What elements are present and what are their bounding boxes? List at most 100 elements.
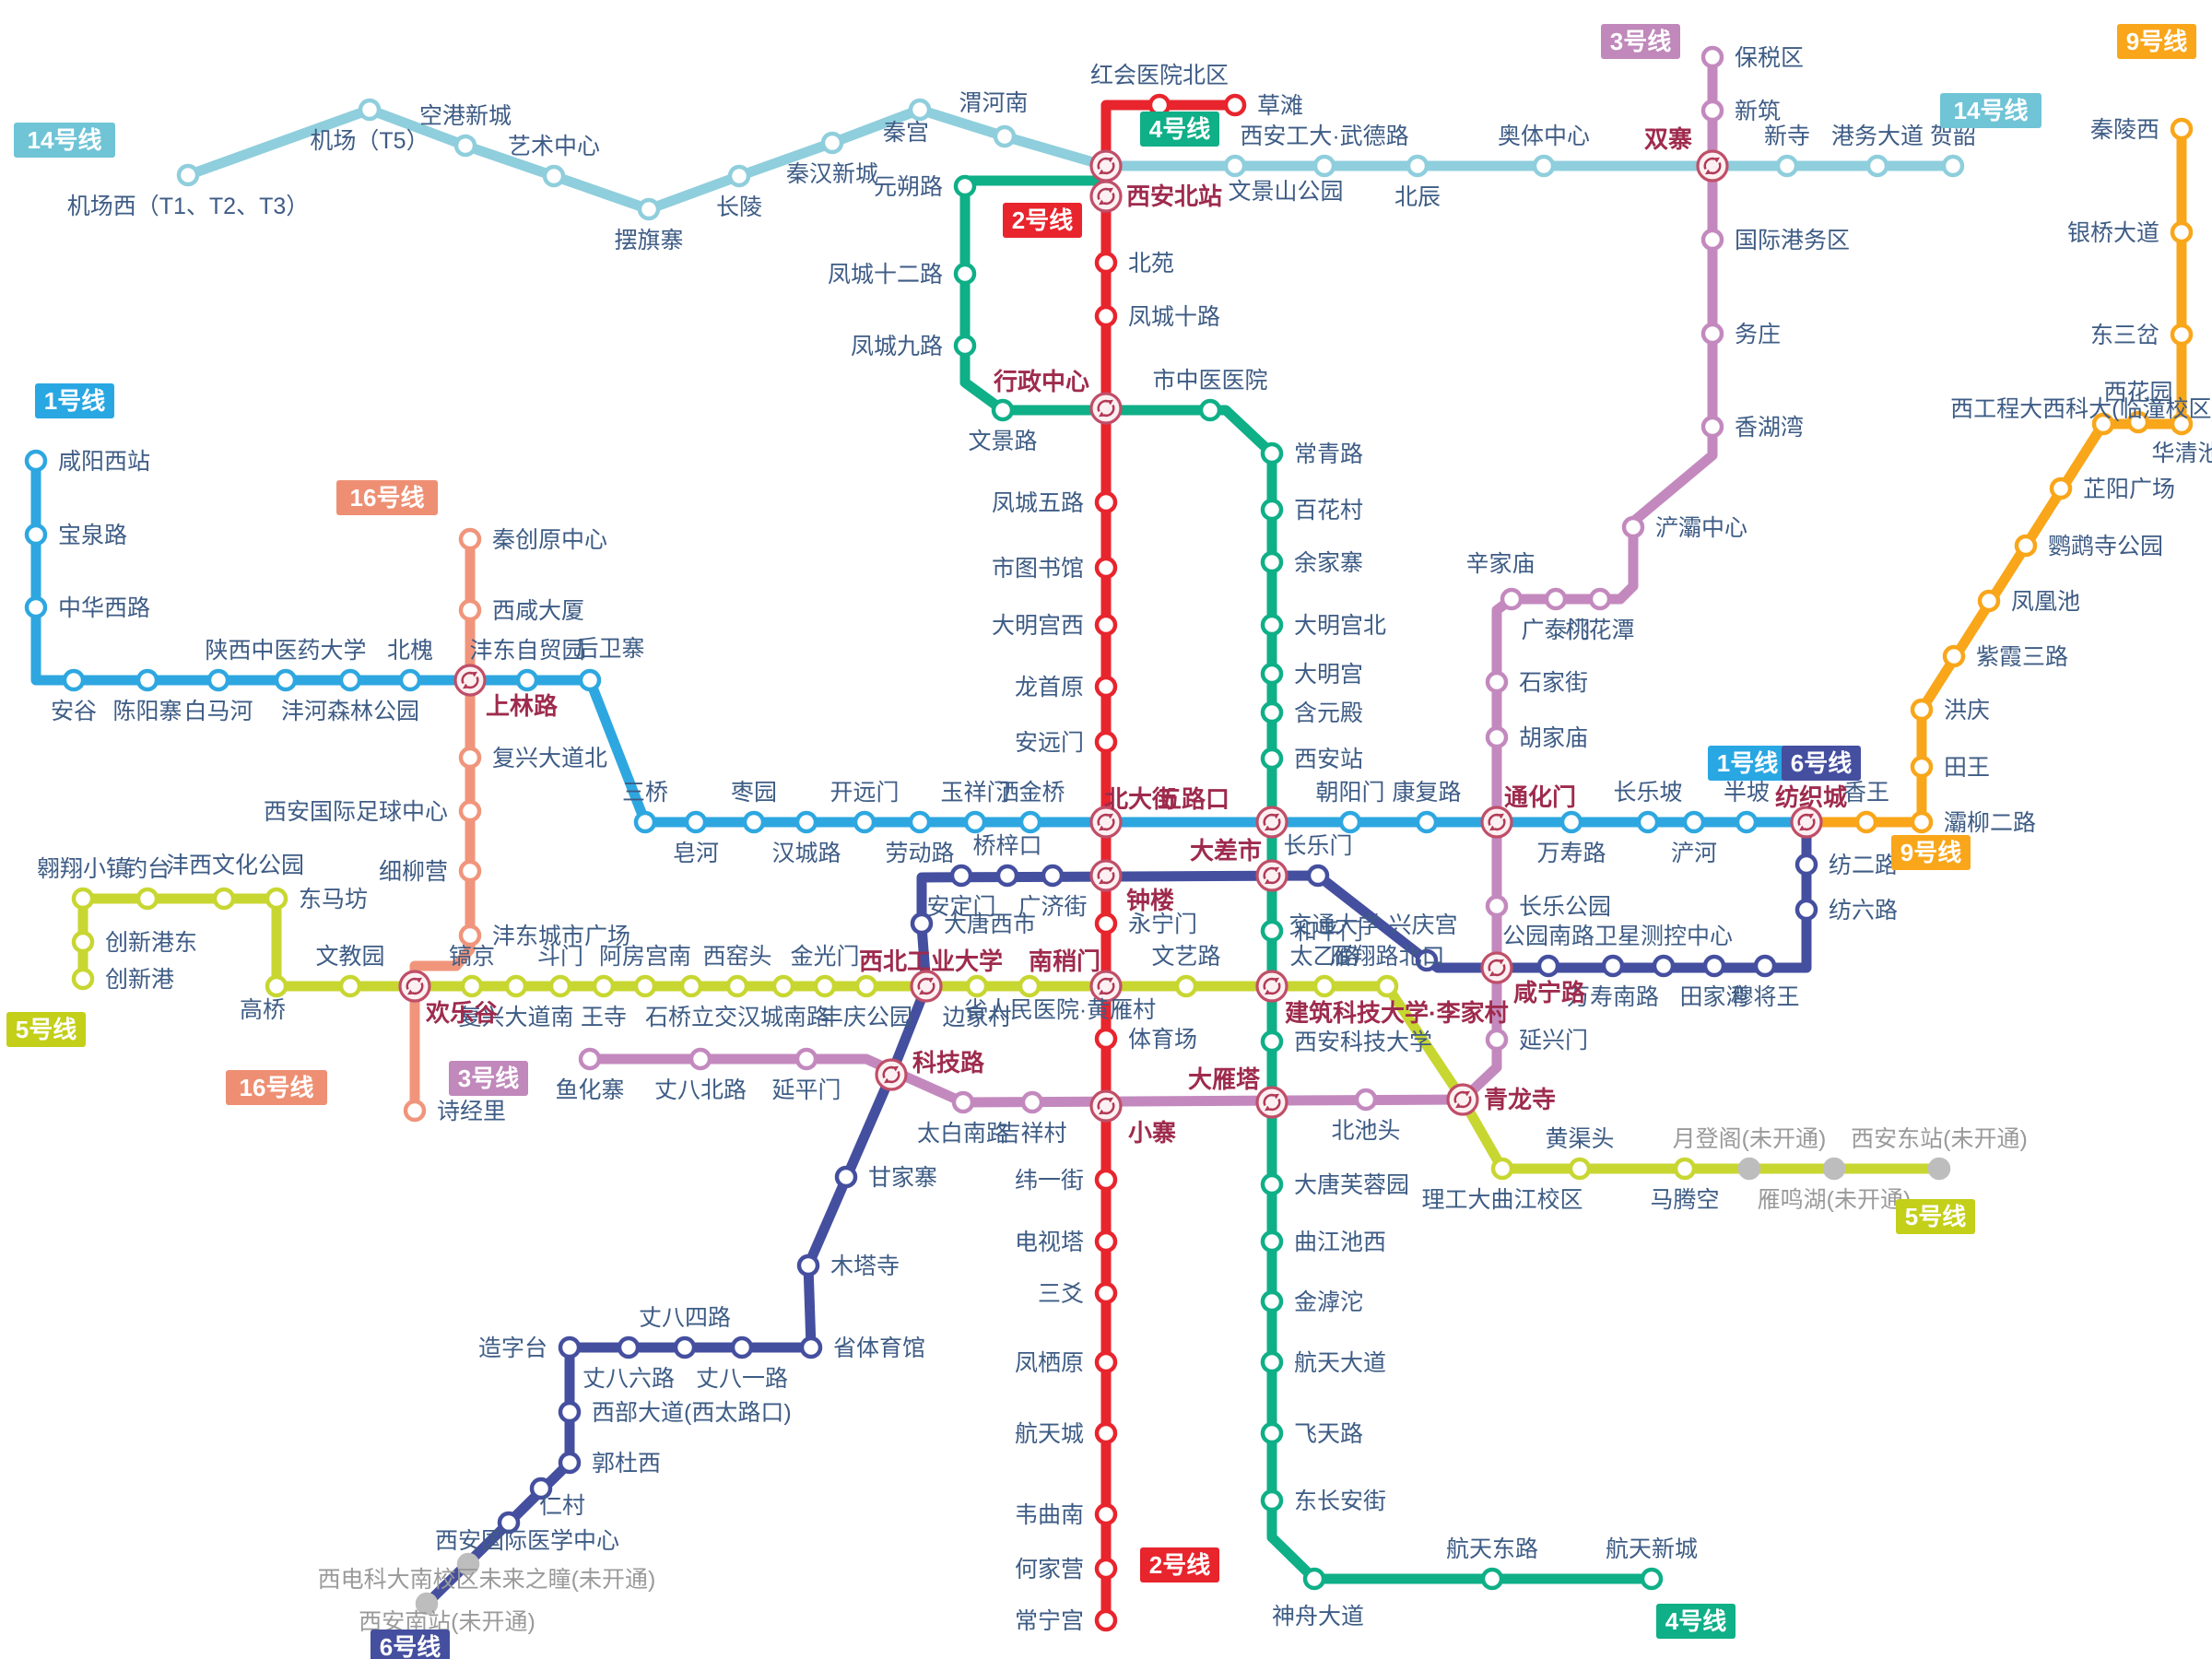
line-badge-6号线 bbox=[371, 1630, 450, 1659]
station-label-浐灞中心: 浐灞中心 bbox=[1655, 515, 1747, 541]
station-汉城路 bbox=[794, 810, 818, 834]
station-label-西部大道(西太路口): 西部大道(西太路口) bbox=[592, 1400, 792, 1426]
station-label-香王: 香王 bbox=[1843, 780, 1889, 806]
station-label-国际港务区: 国际港务区 bbox=[1735, 228, 1850, 253]
station-label-草滩: 草滩 bbox=[1257, 93, 1303, 119]
station-label-皂河: 皂河 bbox=[673, 841, 719, 866]
station-万寿南路 bbox=[1601, 954, 1625, 978]
line-badge-label-1号线: 1号线 bbox=[1717, 749, 1778, 777]
station-label-西咸大厦: 西咸大厦 bbox=[492, 598, 584, 624]
station-label-双寨: 双寨 bbox=[1644, 125, 1692, 153]
station-航天东路 bbox=[1480, 1567, 1504, 1591]
station-艺术中心 bbox=[542, 164, 566, 188]
station-洪庆 bbox=[1910, 698, 1934, 722]
station-label-石桥立交: 石桥立交 bbox=[645, 1005, 737, 1030]
line-badge-label-1号线: 1号线 bbox=[44, 387, 105, 415]
station-曲江池西 bbox=[1260, 1230, 1284, 1253]
station-劳动路 bbox=[908, 810, 932, 834]
station-label-航天大道: 航天大道 bbox=[1294, 1350, 1386, 1376]
station-label-小寨: 小寨 bbox=[1128, 1119, 1176, 1147]
station-label-复兴大道南: 复兴大道南 bbox=[458, 1005, 573, 1030]
station-中华西路 bbox=[24, 595, 48, 619]
station-label-纺织城: 纺织城 bbox=[1775, 783, 1847, 811]
interchange-icon-行政中心 bbox=[1089, 392, 1123, 425]
line-badge-3号线 bbox=[1601, 24, 1680, 59]
station-市中医医院 bbox=[1198, 398, 1222, 422]
station-label-省体育馆: 省体育馆 bbox=[833, 1335, 925, 1361]
station-label-永宁门: 永宁门 bbox=[1128, 912, 1197, 937]
station-label-黄渠头: 黄渠头 bbox=[1545, 1126, 1614, 1152]
station-皂河 bbox=[684, 810, 708, 834]
station-label-北池头: 北池头 bbox=[1331, 1118, 1400, 1144]
interchange-icon-大雁塔 bbox=[1255, 1086, 1288, 1119]
station-穆将王 bbox=[1753, 954, 1777, 978]
station-label-仁村: 仁村 bbox=[539, 1493, 585, 1519]
station-宝泉路 bbox=[24, 523, 48, 547]
station-label-白马河: 白马河 bbox=[183, 699, 253, 724]
station-label-安谷: 安谷 bbox=[51, 699, 97, 724]
station-label-玉祥门: 玉祥门 bbox=[940, 780, 1009, 806]
station-西安国际足球中心 bbox=[458, 799, 482, 823]
station-西安科技大学 bbox=[1260, 1030, 1284, 1053]
layer-labels: 机场西（T1、T2、T3）机场（T5）空港新城艺术中心摆旗寨长陵秦汉新城秦宫渭河… bbox=[37, 45, 2212, 1635]
station-文景山公园 bbox=[1223, 154, 1247, 178]
station-复兴大道南 bbox=[504, 974, 528, 998]
station-label-丈八一路: 丈八一路 bbox=[696, 1366, 788, 1392]
station-细柳营 bbox=[458, 859, 482, 883]
station-开远门 bbox=[853, 810, 877, 834]
station-label-西花园: 西花园 bbox=[2103, 380, 2172, 406]
station-空港新城 bbox=[453, 134, 477, 158]
station-新寺 bbox=[1775, 154, 1799, 178]
station-label-曲江池西: 曲江池西 bbox=[1294, 1230, 1386, 1255]
station-陕西中医药大学 bbox=[274, 668, 298, 692]
station-label-艺术中心: 艺术中心 bbox=[508, 134, 600, 159]
station-label-航天东路: 航天东路 bbox=[1446, 1536, 1538, 1562]
station-摆旗寨 bbox=[637, 197, 661, 221]
station-延兴门 bbox=[1485, 1028, 1509, 1052]
station-机场西（T1、T2、T3） bbox=[176, 163, 200, 187]
station-桥梓口 bbox=[995, 864, 1019, 888]
station-文艺路 bbox=[1174, 974, 1198, 998]
interchange-icon-西安北站-0 bbox=[1089, 149, 1123, 182]
station-label-新筑: 新筑 bbox=[1735, 99, 1781, 124]
station-仁村 bbox=[529, 1477, 553, 1500]
station-label-大差市: 大差市 bbox=[1190, 837, 1262, 865]
station-label-通化门: 通化门 bbox=[1504, 783, 1576, 811]
station-凤栖原 bbox=[1094, 1350, 1118, 1374]
station-斗门 bbox=[548, 974, 572, 998]
station-label-开远门: 开远门 bbox=[830, 780, 899, 806]
station-label-田家湾: 田家湾 bbox=[1679, 984, 1748, 1010]
station-label-太乙路: 太乙路 bbox=[1289, 944, 1359, 970]
station-label-上林路: 上林路 bbox=[486, 692, 559, 720]
station-沣河森林公园 bbox=[338, 668, 362, 692]
station-北辰 bbox=[1406, 154, 1430, 178]
station-辛家庙 bbox=[1500, 587, 1524, 611]
station-label-华清池: 华清池 bbox=[2151, 441, 2212, 466]
station-label-余家寨: 余家寨 bbox=[1294, 550, 1363, 576]
station-label-西安站: 西安站 bbox=[1294, 747, 1363, 772]
station-label-石家街: 石家街 bbox=[1519, 670, 1588, 696]
station-咸阳西站 bbox=[24, 449, 48, 473]
station-高桥 bbox=[265, 974, 288, 998]
station-沣西文化公园 bbox=[212, 887, 236, 911]
station-label-体育场: 体育场 bbox=[1128, 1027, 1197, 1053]
station-省人民医院·黄雁村 bbox=[1018, 974, 1041, 998]
station-雁鸣湖(未开通) bbox=[1822, 1157, 1846, 1181]
station-雁翔路北口 bbox=[1375, 974, 1399, 998]
station-渭河南 bbox=[993, 124, 1017, 148]
station-西咸大厦 bbox=[458, 598, 482, 622]
station-label-细柳营: 细柳营 bbox=[379, 859, 448, 885]
line-badge-4号线 bbox=[1140, 112, 1219, 147]
station-label-延平门: 延平门 bbox=[771, 1077, 841, 1103]
station-东三岔 bbox=[2170, 323, 2194, 347]
station-label-汉城南路: 汉城南路 bbox=[737, 1005, 830, 1030]
station-label-长陵: 长陵 bbox=[716, 194, 762, 220]
line-badge-2号线 bbox=[1003, 203, 1082, 238]
line-badge-3号线 bbox=[449, 1061, 528, 1096]
station-label-省人民医院·黄雁村: 省人民医院·黄雁村 bbox=[964, 997, 1156, 1023]
station-label-咸阳西站: 咸阳西站 bbox=[58, 449, 150, 475]
station-label-韦曲南: 韦曲南 bbox=[1015, 1502, 1084, 1528]
station-label-三爻: 三爻 bbox=[1038, 1281, 1084, 1307]
station-延平门 bbox=[794, 1047, 818, 1071]
station-label-延兴门: 延兴门 bbox=[1519, 1028, 1588, 1053]
